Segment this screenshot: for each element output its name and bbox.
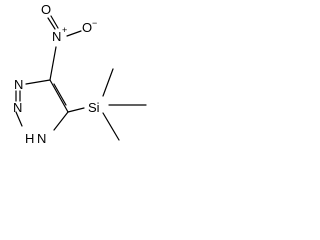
bond-c5-si: [67, 107, 85, 113]
nitro-o-top-label: O: [41, 2, 51, 17]
nitro-plus-label: +: [62, 25, 67, 35]
nitro-o-right-label: O: [82, 20, 92, 35]
bond-c4-nitro: [49, 46, 57, 81]
nitro-minus-label: −: [92, 18, 97, 28]
bond-n3-c4: [25, 79, 51, 85]
ring-n-mid-label: N: [13, 100, 22, 115]
bond-nitro-o-top: [47, 17, 56, 30]
ring-n-top-label: N: [14, 77, 23, 92]
ring-h-label: H: [25, 131, 34, 146]
bond-c4-c5-inner: [53, 83, 67, 106]
bond-n1-n2: [15, 111, 23, 127]
bond-c5-n1: [53, 111, 69, 131]
triazole-ring-bonds: [15, 79, 69, 131]
ring-n-h-label: N: [37, 131, 46, 146]
bond-si-methyl-bottom: [102, 112, 120, 141]
bond-c4-c5: [49, 79, 69, 113]
bond-si-methyl-top: [102, 68, 114, 97]
silicon-label: Si: [88, 100, 100, 115]
bond-nitro-o-top-2: [50, 15, 59, 29]
molecule-structure-diagram: N + O O − N N N H Si: [13, 2, 147, 146]
bond-nitro-o-right: [66, 30, 82, 37]
nitro-n-label: N: [52, 29, 61, 44]
